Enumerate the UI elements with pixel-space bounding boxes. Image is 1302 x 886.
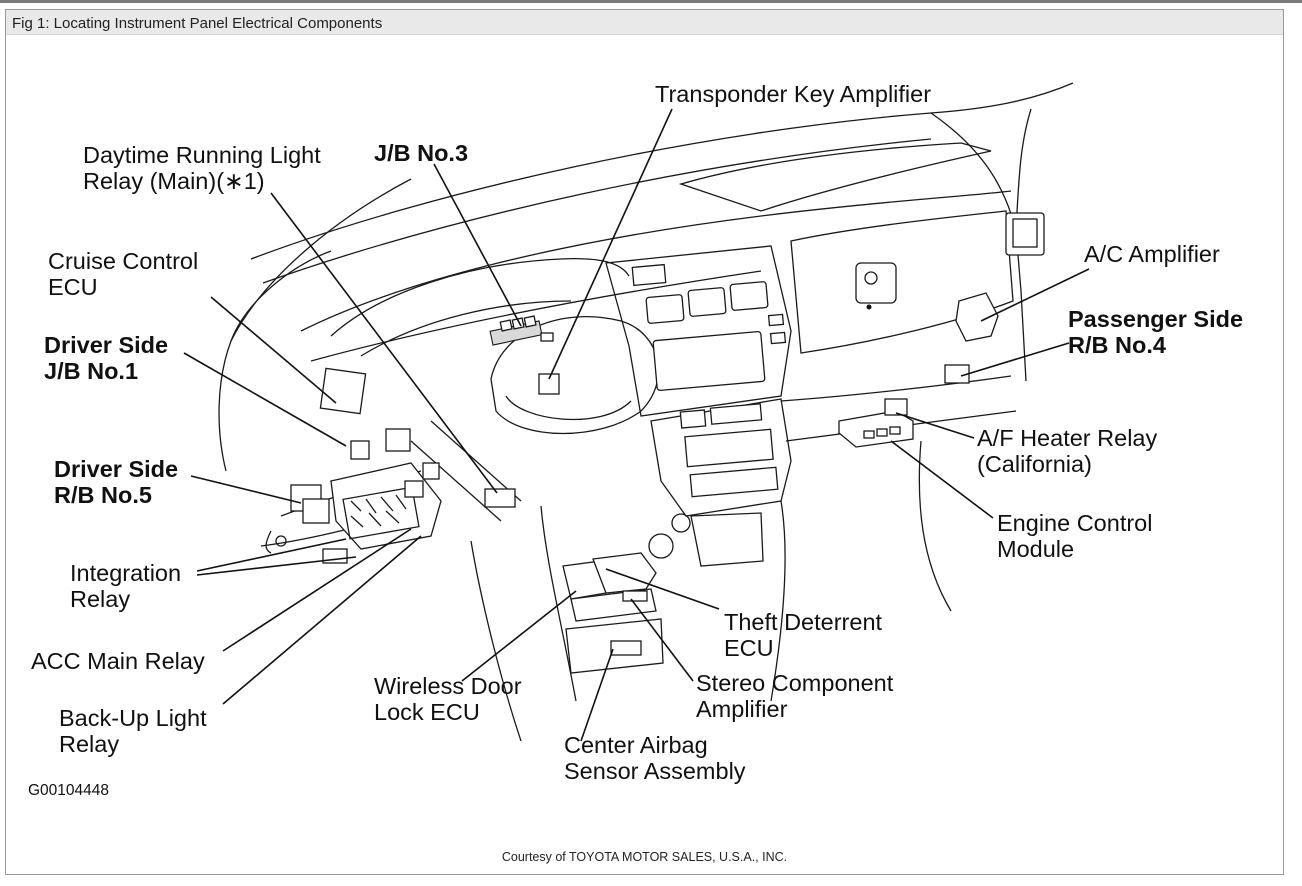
label-af-heater-relay-line1: A/F Heater Relay — [977, 425, 1158, 451]
label-af-heater-relay-line2: (California) — [977, 451, 1092, 477]
leader-lines — [183, 108, 1090, 742]
dashboard-outline — [218, 82, 1074, 742]
label-stereo-component-amplifier-line2: Amplifier — [696, 696, 788, 722]
label-transponder-key-amplifier: Transponder Key Amplifier — [655, 81, 932, 107]
figure-frame: Fig 1: Locating Instrument Panel Electri… — [5, 9, 1284, 875]
label-passenger-rb4-line1: Passenger Side — [1068, 306, 1244, 332]
label-cruise-control-line1: Cruise Control — [48, 248, 199, 274]
label-engine-control-module-line2: Module — [997, 536, 1075, 562]
label-center-airbag-sensor-line1: Center Airbag — [564, 732, 708, 758]
figure-code: G00104448 — [28, 782, 110, 799]
driver-jb1-block — [330, 428, 442, 550]
transponder-key-amplifier-shape — [538, 373, 560, 395]
window-top-border — [0, 0, 1302, 3]
label-wireless-door-lock-ecu-line1: Wireless Door — [374, 673, 522, 699]
label-integration-relay-line2: Relay — [70, 586, 131, 612]
label-backup-light-relay-line2: Relay — [59, 731, 120, 757]
label-jb3: J/B No.3 — [374, 140, 469, 166]
label-driver-jb1-line1: Driver Side — [44, 332, 169, 358]
ecm-shape — [838, 398, 914, 448]
component-shapes — [275, 292, 999, 674]
cruise-control-ecu-shape — [319, 367, 367, 415]
label-integration-relay-line1: Integration — [70, 560, 182, 586]
label-wireless-door-lock-ecu-line2: Lock ECU — [374, 699, 480, 725]
label-theft-deterrent-ecu-line1: Theft Deterrent — [724, 609, 883, 635]
label-cruise-control-line2: ECU — [48, 274, 98, 300]
label-drl-relay-line2: Relay (Main)(∗1) — [83, 168, 265, 194]
label-backup-light-relay-line1: Back-Up Light — [59, 705, 207, 731]
drl-relay-shape — [484, 488, 516, 508]
label-center-airbag-sensor-line2: Sensor Assembly — [564, 758, 746, 784]
instrument-panel-diagram — [183, 82, 1090, 742]
label-driver-rb5-line2: R/B No.5 — [54, 482, 152, 508]
ac-amplifier-shape — [955, 292, 999, 342]
figure-title-bar: Fig 1: Locating Instrument Panel Electri… — [6, 10, 1283, 35]
label-drl-relay-line1: Daytime Running Light — [83, 142, 321, 168]
figure-credit: Courtesy of TOYOTA MOTOR SALES, U.S.A., … — [501, 850, 788, 864]
label-theft-deterrent-ecu-line2: ECU — [724, 635, 774, 661]
label-ac-amplifier: A/C Amplifier — [1084, 241, 1220, 267]
jb3-block — [489, 315, 554, 346]
label-acc-main-relay: ACC Main Relay — [31, 648, 205, 674]
label-engine-control-module-line1: Engine Control — [997, 510, 1153, 536]
label-stereo-component-amplifier-line1: Stereo Component — [696, 670, 894, 696]
label-driver-rb5-line1: Driver Side — [54, 456, 179, 482]
figure-title: Fig 1: Locating Instrument Panel Electri… — [12, 15, 383, 32]
label-driver-jb1-line2: J/B No.1 — [44, 358, 139, 384]
label-passenger-rb4-line2: R/B No.4 — [1068, 332, 1166, 358]
center-ecu-stack — [562, 552, 664, 674]
